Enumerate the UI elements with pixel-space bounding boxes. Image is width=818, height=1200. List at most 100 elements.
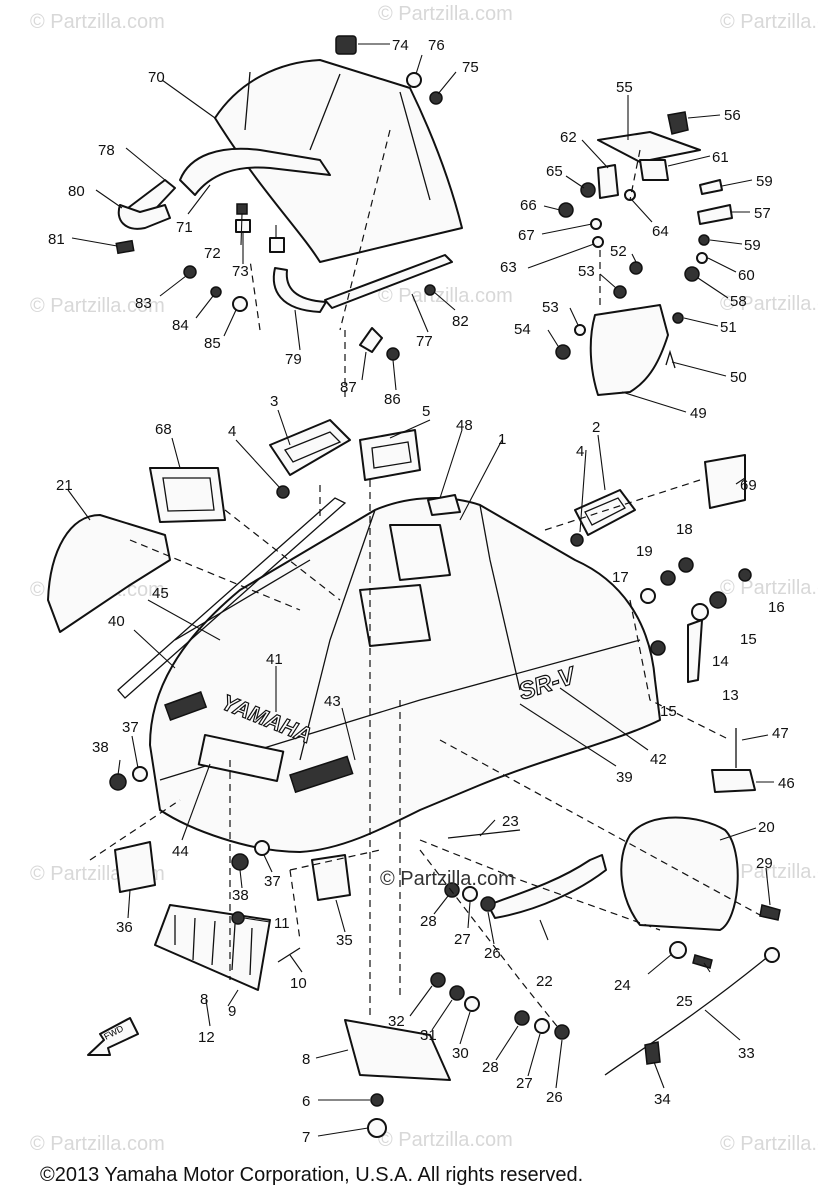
washer-67: [590, 218, 602, 230]
side-cover-21: [47, 514, 171, 633]
watermark: © Partzilla.com: [720, 11, 818, 33]
callout-68: 68: [155, 421, 172, 438]
bracket-36: [114, 841, 156, 893]
callout-9: 9: [228, 1003, 236, 1020]
bolt-25: [692, 954, 713, 969]
callout-17: 17: [612, 569, 629, 586]
clip-59a: [699, 179, 723, 195]
callout-79: 79: [285, 351, 302, 368]
link-13: [687, 619, 703, 683]
callout-56: 56: [724, 107, 741, 124]
callout-46: 46: [778, 775, 795, 792]
callout-43: 43: [324, 693, 341, 710]
callout-23: 23: [502, 813, 519, 830]
callout-38a: 38: [92, 739, 109, 756]
grille-12: [154, 904, 271, 991]
callout-15b: 15: [660, 703, 677, 720]
grommet-73: [235, 219, 251, 233]
gasket-68: [149, 467, 226, 523]
callout-33: 33: [738, 1045, 755, 1062]
piece-48: [427, 494, 461, 516]
copyright-notice: ©2013 Yamaha Motor Corporation, U.S.A. A…: [40, 1164, 584, 1186]
callout-15a: 15: [740, 631, 757, 648]
cable-end: [764, 947, 780, 963]
headlight-recess: [197, 734, 285, 782]
knob-56: [667, 111, 689, 135]
callout-4a: 4: [228, 423, 236, 440]
nut-38b: [231, 853, 249, 871]
callout-47: 47: [772, 725, 789, 742]
watermark: © Partzilla.com: [720, 293, 818, 315]
washer-17: [640, 588, 656, 604]
callout-27b: 27: [516, 1075, 533, 1092]
nut-75: [429, 91, 443, 105]
washer-30: [464, 996, 480, 1012]
windshield-side-trim-79: [272, 267, 327, 313]
nut-19: [660, 570, 676, 586]
washer-63: [592, 236, 604, 248]
callout-59a: 59: [756, 173, 773, 190]
callout-37b: 37: [264, 873, 281, 890]
nut-26b: [554, 1024, 570, 1040]
callout-84: 84: [172, 317, 189, 334]
connector-34: [644, 1041, 661, 1065]
nut-53a: [613, 285, 627, 299]
callout-37a: 37: [122, 719, 139, 736]
callout-30: 30: [452, 1045, 469, 1062]
washer-37a: [132, 766, 148, 782]
callout-73: 73: [232, 263, 249, 280]
bracket-22: [487, 854, 607, 919]
nut-54: [555, 344, 571, 360]
callout-16: 16: [768, 599, 785, 616]
hood-assembly: YAMAHA SR-V: [117, 497, 661, 853]
bolt-29: [759, 904, 781, 921]
nut-65: [580, 182, 596, 198]
nut-18: [678, 557, 694, 573]
callout-83: 83: [135, 295, 152, 312]
callout-19: 19: [636, 543, 653, 560]
callout-28a: 28: [420, 913, 437, 930]
callout-8b: 8: [200, 991, 208, 1008]
clip-74: [335, 35, 357, 55]
bracket-61: [639, 159, 669, 181]
center-watermark: © Partzilla.com: [380, 868, 515, 890]
callout-22: 22: [536, 973, 553, 990]
console-assembly: [555, 111, 733, 396]
watermark: © Partzilla.com: [30, 1133, 165, 1155]
alignment-lines: [89, 129, 761, 1031]
callout-13: 13: [722, 687, 739, 704]
washer-53b: [574, 324, 586, 336]
callout-70: 70: [148, 69, 165, 86]
windshield-bottom-trim: [324, 254, 453, 309]
switch-62: [597, 164, 619, 199]
nut-28b: [514, 1010, 530, 1026]
callout-49: 49: [690, 405, 707, 422]
grille-3: [269, 419, 351, 476]
callout-69: 69: [740, 477, 757, 494]
watermark: © Partzilla.com: [378, 285, 513, 307]
bushing-15a: [709, 591, 727, 609]
leader-lines: [67, 43, 774, 1137]
spacer-88: [269, 237, 285, 253]
washer-76: [406, 72, 422, 88]
callout-40: 40: [108, 613, 125, 630]
stripe-45: [174, 559, 311, 641]
callout-41: 41: [266, 651, 283, 668]
callout-86b: 86: [384, 391, 401, 408]
washer-85: [232, 296, 248, 312]
callout-60: 60: [738, 267, 755, 284]
callout-52: 52: [610, 243, 627, 260]
callout-14: 14: [712, 653, 729, 670]
callout-64: 64: [652, 223, 669, 240]
callout-55: 55: [616, 79, 633, 96]
callout-labels: 74 76 75 70 78 80 81 71 72 73 83 84 85 7…: [48, 37, 795, 1146]
plate-69: [704, 454, 746, 509]
callout-1: 1: [498, 431, 506, 448]
callout-35: 35: [336, 932, 353, 949]
callout-36: 36: [116, 919, 133, 936]
callout-25: 25: [676, 993, 693, 1010]
callout-65: 65: [546, 163, 563, 180]
watermark: © Partzilla.com: [720, 861, 818, 883]
callout-53b: 53: [542, 299, 559, 316]
callout-58: 58: [730, 293, 747, 310]
